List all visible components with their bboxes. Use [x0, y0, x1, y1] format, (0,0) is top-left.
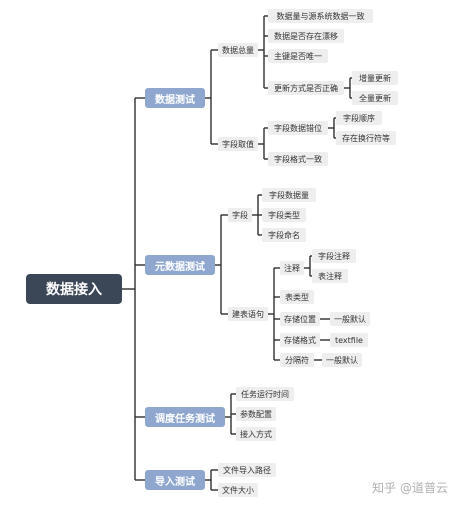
branch-node: 数据测试	[145, 88, 205, 108]
leaf-node: 任务运行时间	[236, 387, 294, 401]
branch-node: 导入测试	[145, 470, 205, 490]
leaf-node: 数据总量	[218, 43, 258, 57]
leaf-node: 字段取值	[218, 137, 258, 151]
leaf-node: 字段类型	[262, 208, 306, 222]
root-node: 数据接入	[26, 274, 122, 304]
leaf-node: 存储位置	[280, 312, 320, 326]
leaf-node: 增量更新	[352, 71, 398, 85]
leaf-node: 主键是否唯一	[268, 49, 328, 63]
leaf-node: 字段顺序	[336, 111, 382, 125]
leaf-node: 存在换行符等	[336, 131, 396, 145]
leaf-node: 建表语句	[228, 307, 268, 321]
leaf-node: 文件导入路径	[218, 463, 276, 477]
leaf-node: 表类型	[280, 290, 314, 304]
branch-node: 元数据测试	[145, 255, 215, 275]
leaf-node: 数据是否存在漂移	[268, 29, 344, 43]
leaf-node: 字段注释	[312, 249, 356, 263]
leaf-node: 字段数据量	[262, 188, 316, 202]
leaf-node: textfile	[330, 333, 368, 347]
watermark-author: @道普云	[400, 481, 449, 495]
leaf-node: 接入方式	[236, 427, 276, 441]
leaf-node: 数据量与源系统数据一致	[268, 9, 373, 23]
leaf-node: 参数配置	[236, 407, 276, 421]
leaf-node: 文件大小	[218, 483, 258, 497]
watermark: 知乎 @道普云	[372, 479, 448, 496]
leaf-node: 分隔符	[280, 353, 314, 367]
leaf-node: 注释	[280, 261, 304, 275]
leaf-node: 字段命名	[262, 228, 306, 242]
leaf-node: 一般默认	[330, 312, 370, 326]
leaf-node: 全量更新	[352, 91, 398, 105]
leaf-node: 存储格式	[280, 333, 320, 347]
watermark-site: 知乎	[372, 481, 397, 495]
leaf-node: 更新方式是否正确	[268, 81, 344, 95]
leaf-node: 字段格式一致	[268, 152, 328, 166]
leaf-node: 字段	[228, 208, 252, 222]
branch-node: 调度任务测试	[145, 407, 225, 427]
leaf-node: 字段数据错位	[268, 121, 328, 135]
leaf-node: 一般默认	[322, 353, 362, 367]
leaf-node: 表注释	[312, 269, 348, 283]
